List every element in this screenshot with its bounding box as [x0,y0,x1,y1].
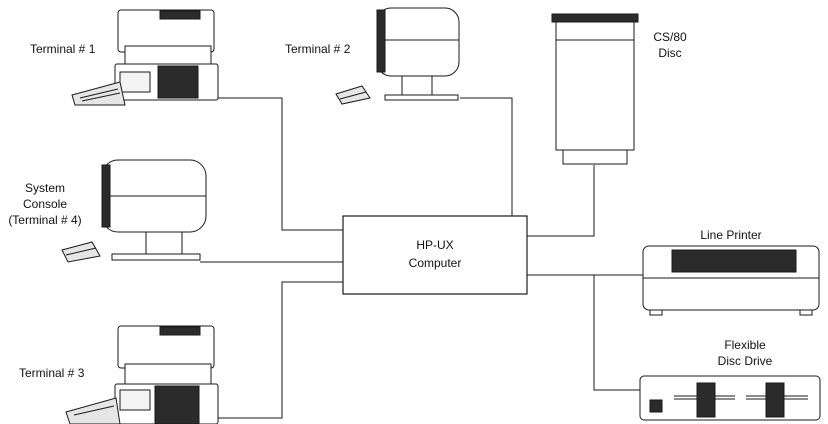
terminal-1-label: Terminal # 1 [30,42,95,57]
printer-label: Line Printer [643,228,819,243]
line-terminal-2 [460,98,512,216]
line-disc [527,165,594,236]
terminal-3-icon [66,326,218,424]
flexible-disc-drive-icon [640,376,820,420]
console-label-line1: System [0,181,90,196]
terminal-2-icon [336,8,459,104]
console-label-line2: Console [0,197,90,212]
line-printer-icon [643,246,819,315]
console-label-line3: (Terminal # 4) [0,213,90,228]
disc-unit-icon [552,14,638,164]
disc-label-line2: Disc [640,46,700,61]
line-flexible [594,275,640,390]
terminal-1-icon [72,10,218,105]
terminal-2-label: Terminal # 2 [285,42,350,57]
computer-box [343,216,527,294]
computer-label-line2: Computer [343,256,527,271]
computer-label-line1: HP-UX [343,238,527,253]
line-terminal-3 [218,282,343,418]
terminal-3-label: Terminal # 3 [19,366,84,381]
line-terminal-1 [218,98,343,230]
disc-label-line1: CS/80 [640,30,700,45]
flex-label-line1: Flexible [690,338,800,353]
flex-label-line2: Disc Drive [690,354,800,369]
